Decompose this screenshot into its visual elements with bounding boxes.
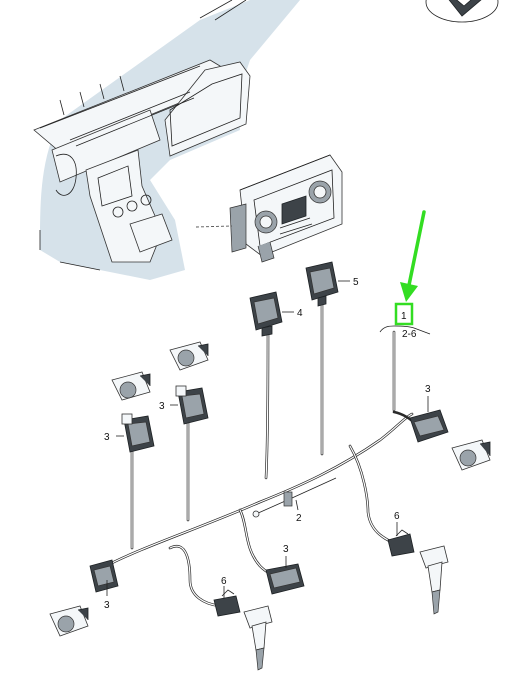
climate-control-unit — [195, 154, 343, 263]
flap-actuator-b — [111, 371, 151, 401]
temperature-sensor-a — [243, 605, 273, 671]
callout-connector-6-b: 6 — [394, 511, 400, 522]
connector-3-b — [121, 413, 155, 453]
flap-actuator-c — [451, 439, 491, 471]
connector-3-a — [175, 385, 209, 425]
callout-harness-ref: 2-6 — [402, 329, 417, 340]
connector-3-c — [89, 559, 119, 593]
dashboard-illustration — [33, 0, 300, 280]
connector-5 — [305, 261, 339, 307]
callout-connector-3-c: 3 — [104, 600, 110, 611]
wiring-harness — [104, 298, 420, 608]
callout-connector-4: 4 — [297, 308, 303, 319]
callout-connector-3-d: 3 — [283, 544, 289, 555]
connector-3-d — [265, 563, 305, 595]
callout-harness: 1 — [401, 311, 407, 322]
connector-6-a — [213, 589, 241, 617]
callout-connector-6-a: 6 — [221, 576, 227, 587]
callout-connector-3-b: 3 — [104, 432, 110, 443]
connector-3-e — [409, 409, 449, 443]
callout-connector-3-e: 3 — [425, 384, 431, 395]
flap-actuator-a — [169, 341, 209, 371]
connector-4 — [249, 291, 283, 337]
corner-emblem — [425, 0, 499, 23]
callout-cable-tie: 2 — [296, 513, 302, 524]
callout-connector-5: 5 — [353, 277, 359, 288]
temperature-sensor-b — [419, 545, 449, 615]
highlight-arrow — [400, 210, 426, 302]
callout-leaders — [106, 280, 431, 598]
connector-6-b — [387, 529, 415, 557]
flap-actuator-d — [49, 605, 89, 637]
callout-connector-3-a: 3 — [159, 401, 165, 412]
highlight-box — [394, 302, 414, 326]
